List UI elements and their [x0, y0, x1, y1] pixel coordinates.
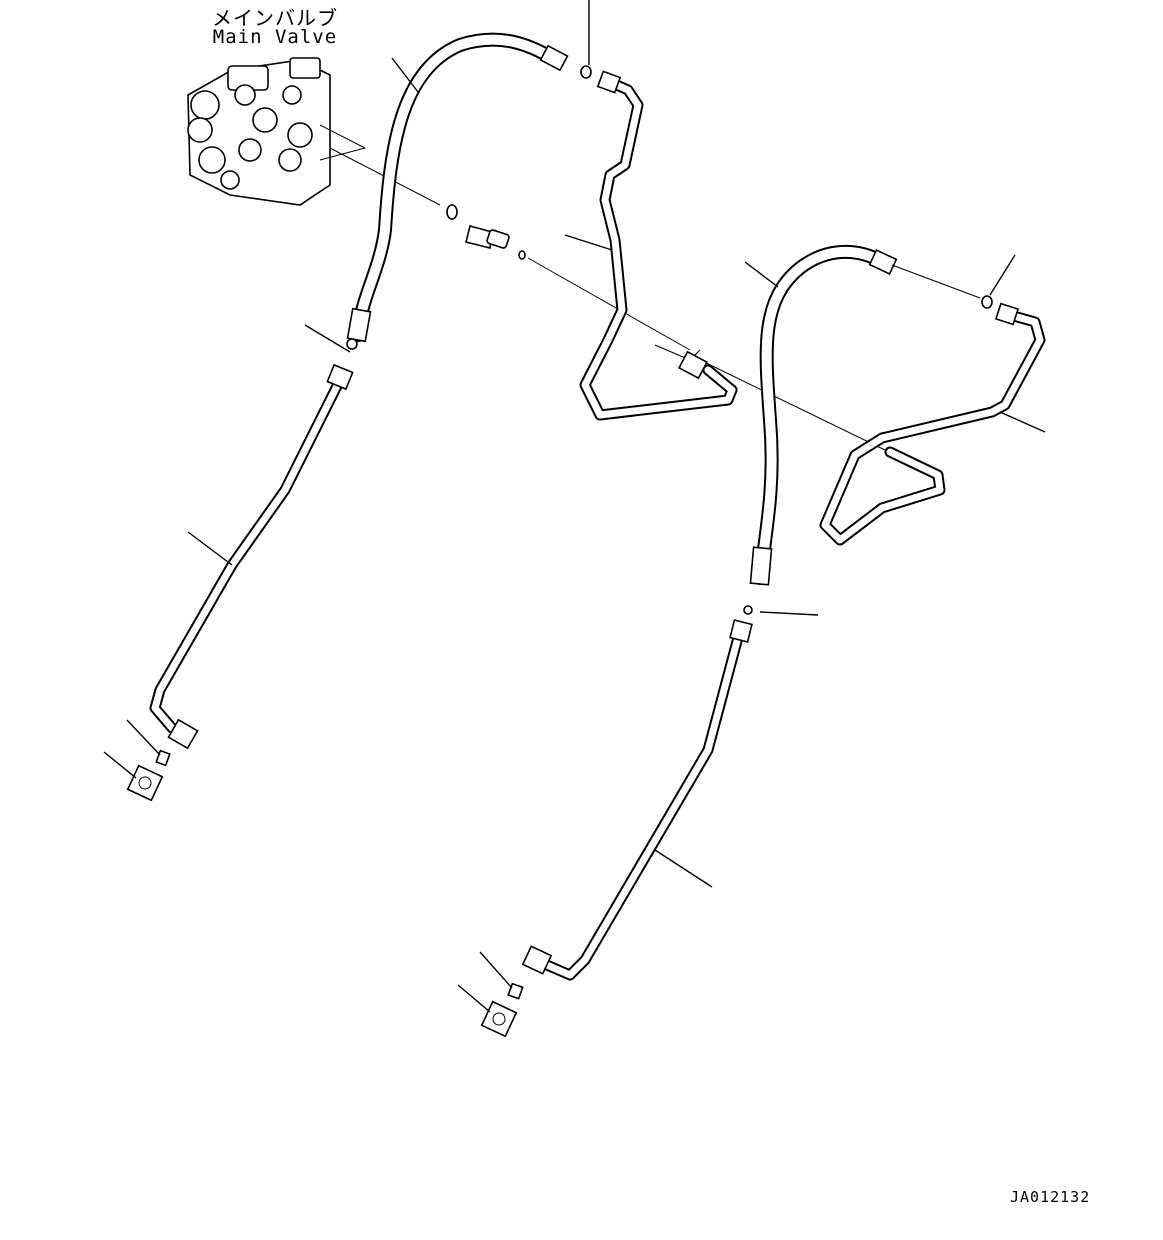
nut-left	[126, 764, 164, 802]
o-ring-center	[446, 204, 458, 220]
leader-hose-left-upper	[391, 57, 419, 93]
pipe-right-upper	[819, 302, 1046, 546]
leader-nut-left	[103, 751, 137, 779]
o-ring-top	[580, 65, 592, 79]
pipe-upper	[579, 70, 738, 421]
leader-sleeve-right	[479, 951, 513, 989]
hose-left-upper	[346, 32, 569, 350]
leader-o-ring-right	[989, 254, 1016, 296]
pipe-lower-right	[521, 619, 753, 981]
hose-right-upper	[743, 244, 898, 615]
main-valve-label-en: Main Valve	[212, 26, 338, 48]
nut-right	[480, 1000, 518, 1038]
leader-pipe-right-upper	[999, 411, 1046, 433]
axis-line-right-top	[891, 264, 981, 299]
o-ring-right	[981, 295, 993, 309]
leader-hose-right-upper	[744, 261, 779, 288]
drawing-code: JA012132	[1010, 1188, 1091, 1206]
axis-line-center	[527, 257, 691, 351]
leader-hose-right-seal	[759, 611, 819, 616]
main-valve-block	[187, 57, 367, 206]
pipe-lower-left	[149, 363, 354, 750]
adapter-fitting	[465, 225, 510, 249]
main-valve-label-jp: メインバルブ	[212, 6, 338, 30]
o-ring-small	[518, 250, 526, 260]
leader-sleeve-left	[126, 719, 161, 756]
leader-pipe-lower-left	[187, 531, 233, 566]
leader-pipe-upper	[564, 234, 613, 251]
leader-hose-left-seal	[304, 324, 351, 353]
leader-pipe-lower-right	[654, 849, 713, 888]
axis-line-right	[699, 359, 886, 451]
leader-nut-right	[457, 984, 491, 1013]
